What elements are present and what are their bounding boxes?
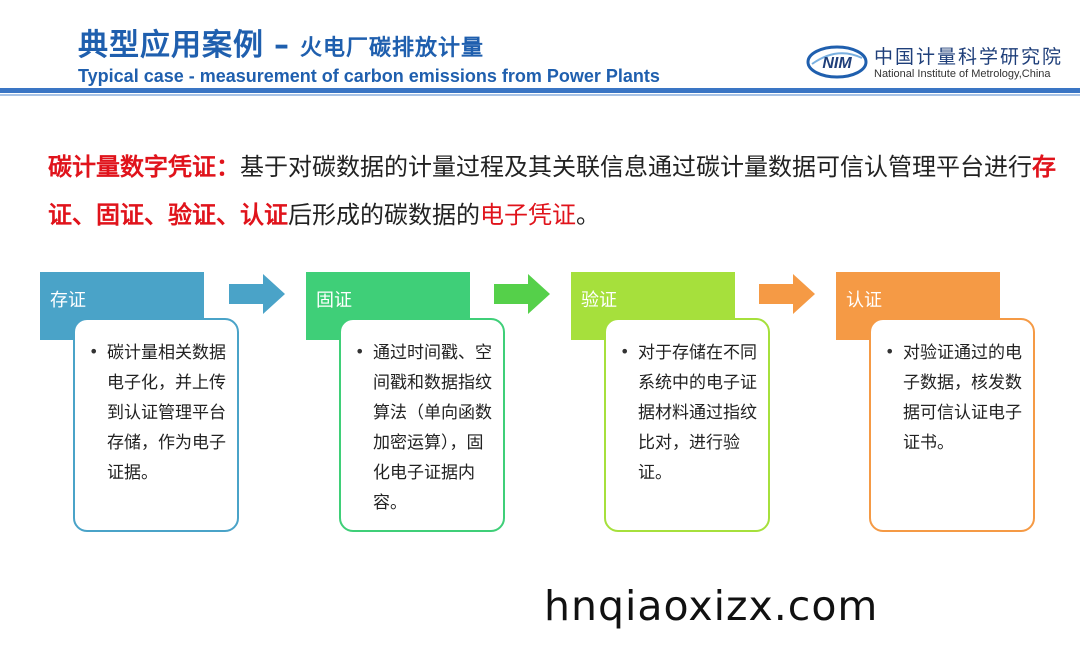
step-description: 对验证通过的电子数据，核发数据可信认证电子证书。 — [903, 343, 1022, 453]
bullet: • — [89, 342, 99, 361]
definition-emphasis: 电子凭证 — [480, 201, 576, 229]
page-subtitle-en: Typical case - measurement of carbon emi… — [78, 66, 660, 86]
step-card-cunzheng: • 碳计量相关数据电子化，并上传到认证管理平台存储，作为电子证据。 — [73, 318, 239, 532]
step-title: 认证 — [846, 290, 882, 311]
logo-name-cn: 中国计量科学研究院 — [874, 46, 1064, 68]
bullet: • — [620, 342, 630, 361]
page-header: 典型应用案例–火电厂碳排放计量 Typical case - measureme… — [78, 20, 660, 87]
arrow-right-icon — [759, 274, 815, 314]
page-title: 典型应用案例–火电厂碳排放计量 — [78, 20, 660, 64]
logo-name-en: National Institute of Metrology,China — [874, 68, 1051, 80]
step-card-yanzheng: • 对于存储在不同系统中的电子证据材料通过指纹比对，进行验证。 — [604, 318, 770, 532]
header-divider — [0, 88, 1080, 93]
bullet: • — [355, 342, 365, 361]
definition-text-2: 后形成的碳数据的 — [288, 201, 480, 229]
definition-text-1: 基于对碳数据的计量过程及其关联信息通过碳计量数据可信认管理平台进行 — [240, 153, 1032, 181]
watermark-text: hnqiaoxizx.com — [544, 582, 879, 630]
logo-mark-text: NIM — [822, 55, 852, 72]
title-dash: – — [274, 28, 290, 63]
definition-end: 。 — [576, 201, 600, 229]
title-main: 典型应用案例 — [78, 28, 264, 63]
header-divider-light — [0, 94, 1080, 96]
definition-paragraph: 碳计量数字凭证：基于对碳数据的计量过程及其关联信息通过碳计量数据可信认管理平台进… — [48, 143, 1058, 239]
arrow-right-icon — [494, 274, 550, 314]
step-description: 通过时间戳、空间戳和数据指纹算法（单向函数加密运算），固化电子证据内容。 — [373, 343, 492, 513]
step-description: 碳计量相关数据电子化，并上传到认证管理平台存储，作为电子证据。 — [107, 343, 226, 483]
step-title: 固证 — [316, 290, 352, 311]
nim-logo-icon: NIM — [806, 45, 868, 79]
definition-term: 碳计量数字凭证： — [48, 153, 240, 181]
title-sub: 火电厂碳排放计量 — [300, 36, 485, 61]
arrow-right-icon — [229, 274, 285, 314]
bullet: • — [885, 342, 895, 361]
step-card-renzheng: • 对验证通过的电子数据，核发数据可信认证电子证书。 — [869, 318, 1035, 532]
step-description: 对于存储在不同系统中的电子证据材料通过指纹比对，进行验证。 — [638, 343, 757, 483]
definition-highlight: 存证、固证、验证、认证 — [48, 153, 1056, 229]
step-card-guzheng: • 通过时间戳、空间戳和数据指纹算法（单向函数加密运算），固化电子证据内容。 — [339, 318, 505, 532]
step-title: 验证 — [581, 290, 617, 311]
step-title: 存证 — [50, 290, 86, 311]
nim-logo: NIM 中国计量科学研究院 National Institute of Metr… — [806, 40, 1068, 84]
